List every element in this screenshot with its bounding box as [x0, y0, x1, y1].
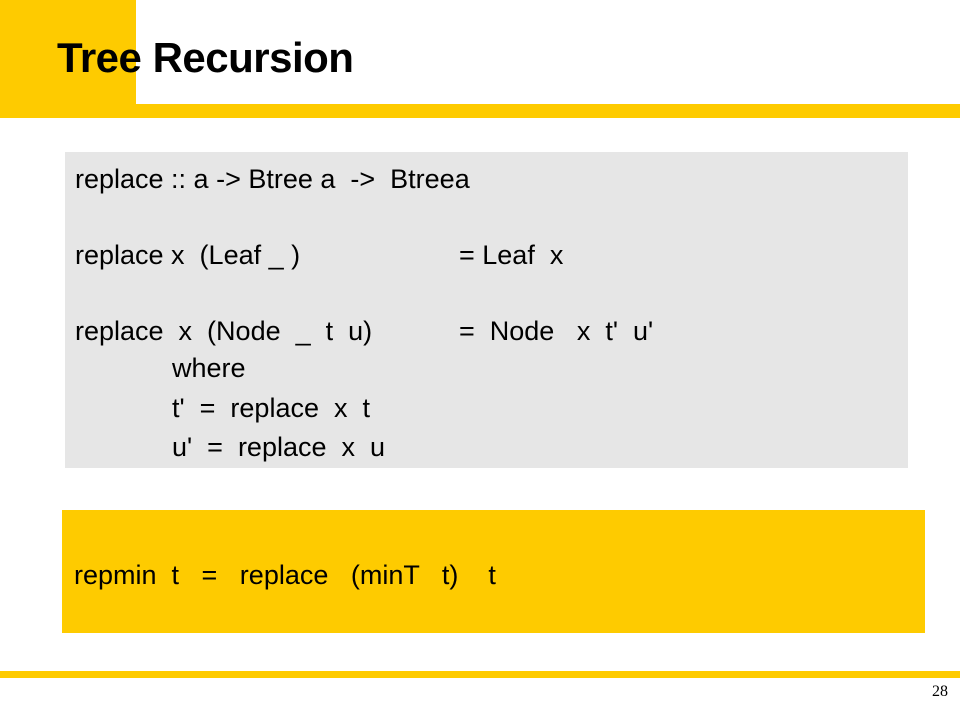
- repmin-box: repmin t = replace (minT t) t: [62, 510, 925, 633]
- code-line-where: where: [172, 353, 246, 383]
- code-line-node-lhs: replace x (Node _ t u): [75, 316, 373, 346]
- code-line-signature: replace :: a -> Btree a -> Btreea: [75, 164, 470, 194]
- code-line-leaf-rhs: = Leaf x: [459, 240, 564, 270]
- slide-title: Tree Recursion: [57, 34, 354, 81]
- page-number: 28: [932, 683, 948, 700]
- title-underline-bar: [0, 104, 960, 118]
- code-line-node-rhs: = Node x t' u': [459, 316, 654, 346]
- corner-accent-block: [0, 0, 136, 118]
- code-box: replace :: a -> Btree a -> Btreea replac…: [65, 152, 908, 468]
- repmin-definition: repmin t = replace (minT t) t: [74, 560, 496, 590]
- code-line-u-prime: u' = replace x u: [172, 432, 386, 462]
- footer-bar: [0, 671, 960, 678]
- code-line-leaf-lhs: replace x (Leaf _ ): [75, 240, 301, 270]
- code-line-t-prime: t' = replace x t: [172, 393, 370, 423]
